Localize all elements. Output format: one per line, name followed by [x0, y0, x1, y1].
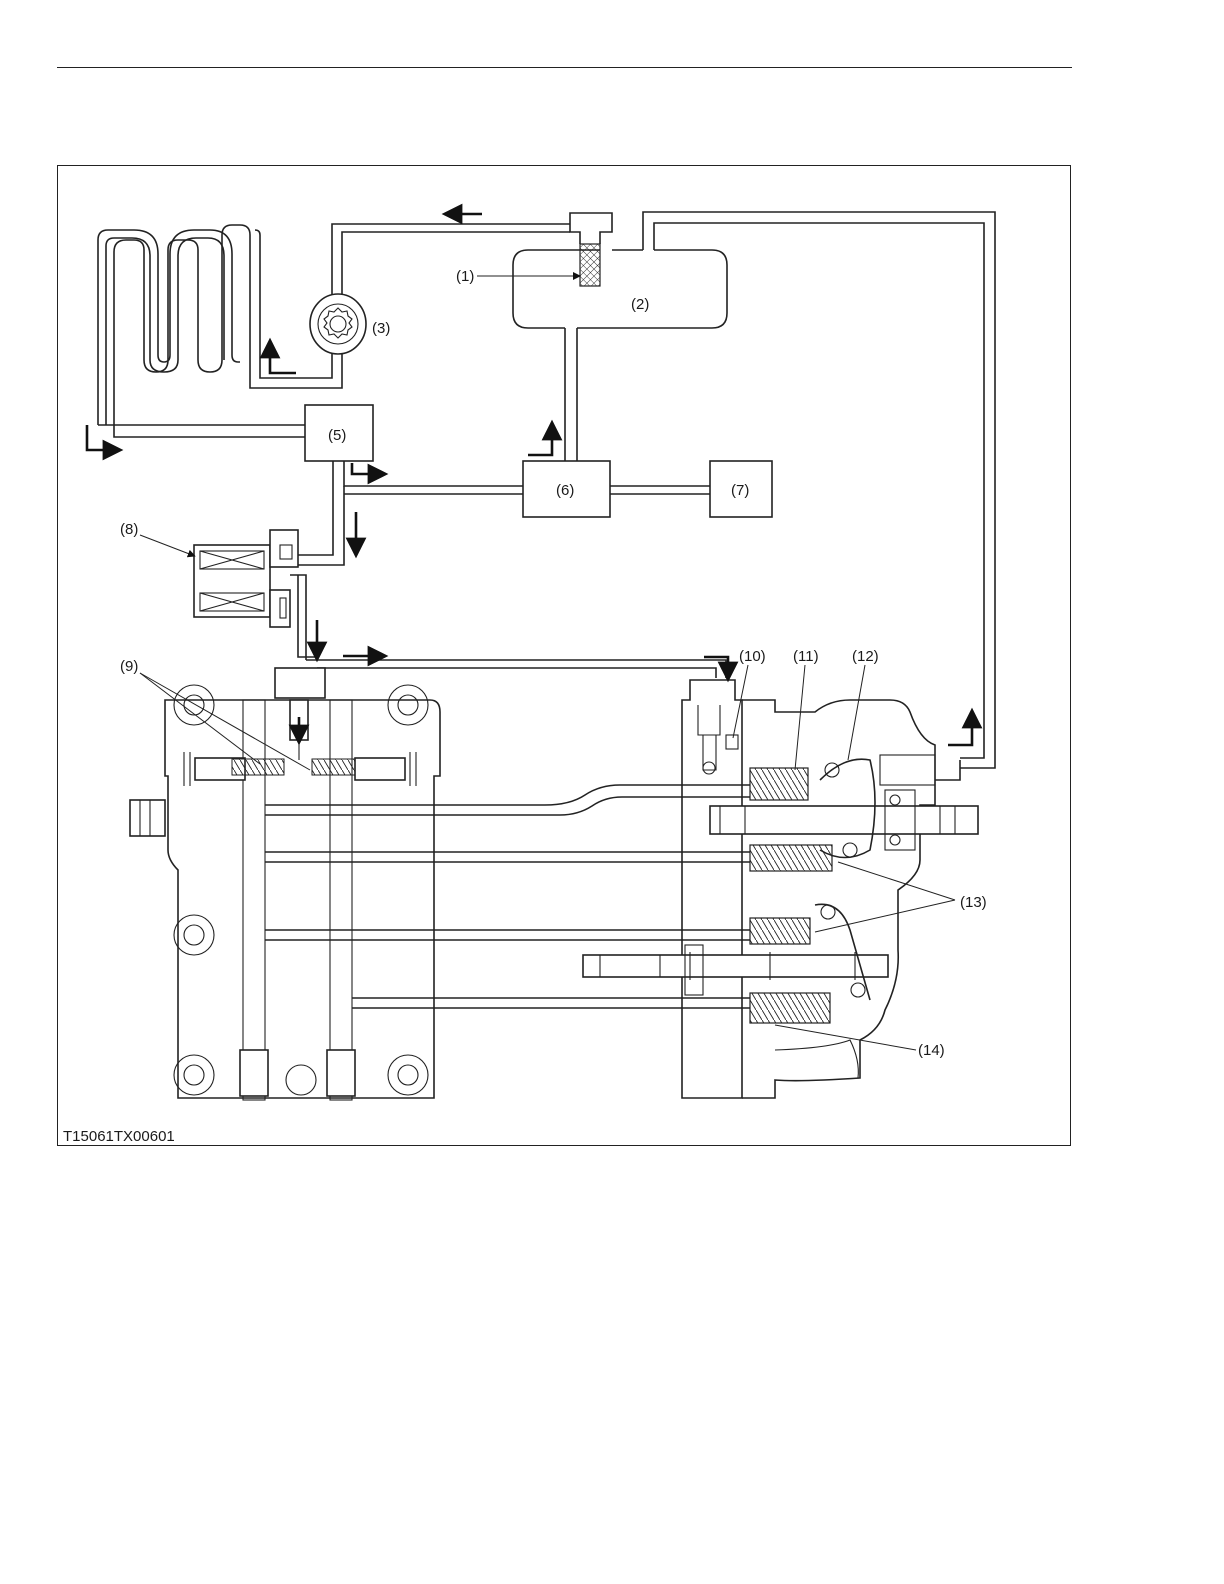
callout-5: (5): [328, 427, 346, 444]
callout-10: (10): [739, 648, 766, 665]
callout-6: (6): [556, 482, 574, 499]
callout-7: (7): [731, 482, 749, 499]
callout-11: (11): [793, 648, 819, 665]
callout-8: (8): [120, 521, 138, 538]
transmission-casing: [583, 680, 978, 1098]
strainer-1: [580, 244, 600, 286]
callout-1: (1): [456, 268, 474, 285]
solenoid-valve-8: [194, 530, 298, 627]
callout-3: (3): [372, 320, 390, 337]
oil-cooler-coil: [98, 230, 240, 425]
leader-lines: [140, 276, 955, 1050]
figure-code: T15061TX00601: [63, 1128, 175, 1145]
callout-12: (12): [852, 648, 879, 665]
callout-13: (13): [960, 894, 987, 911]
tank-2: [513, 250, 727, 328]
callout-14: (14): [918, 1042, 945, 1059]
pump-3: [310, 294, 366, 354]
callout-2: (2): [631, 296, 649, 313]
valve-body-left: [130, 668, 440, 1100]
callout-9: (9): [120, 658, 138, 675]
